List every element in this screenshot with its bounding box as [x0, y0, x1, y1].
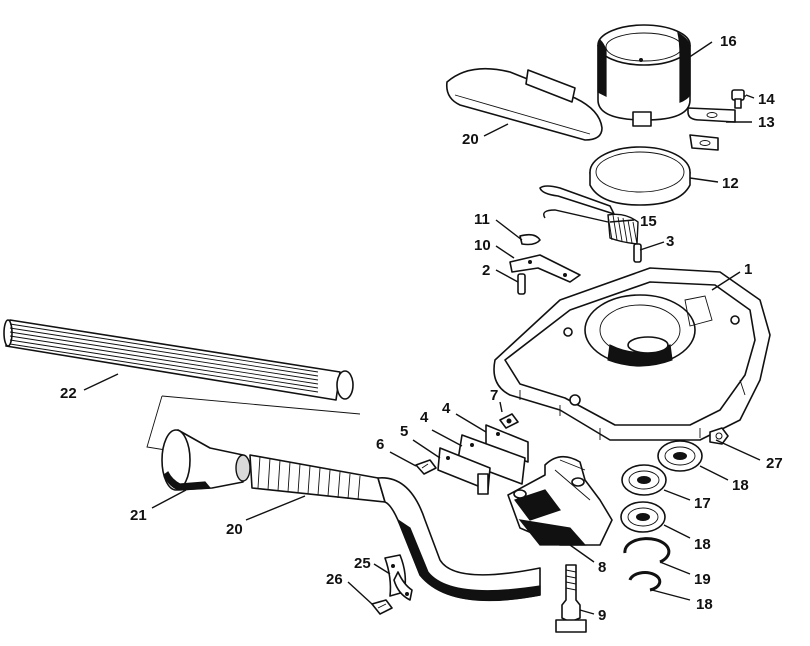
- callout-22: 20: [226, 521, 243, 538]
- callout-5: 5: [400, 423, 408, 440]
- callout-20: 19: [694, 571, 711, 588]
- callout-2: 2: [482, 262, 490, 279]
- part-17-bearing: [621, 464, 667, 496]
- callout-17: 17: [694, 495, 711, 512]
- callout-3: 3: [666, 233, 674, 250]
- part-8-gear-housing: [507, 455, 613, 546]
- part-18-bearing-upper: [657, 440, 703, 472]
- part-25-clamp: [384, 554, 413, 601]
- callout-13: 13: [758, 114, 775, 131]
- part-24-tube: [3, 319, 354, 401]
- part-4-plate-upper: [485, 424, 529, 463]
- part-20-snap-ring: [623, 537, 671, 564]
- part-11-clip: [519, 233, 541, 246]
- callout-25: 25: [354, 555, 371, 572]
- callout-8: 8: [598, 559, 606, 576]
- part-13-bracket: [687, 107, 736, 151]
- callout-7: 7: [490, 387, 498, 404]
- callout-18-lower: 18: [694, 536, 711, 553]
- callout-11: 11: [474, 211, 490, 228]
- callout-labels: 16 14 13 20 12 15 11 3 10 1 2 22 7 4 4 5…: [60, 33, 783, 624]
- part-21-cover: [445, 67, 603, 141]
- part-26-screw: [371, 599, 393, 615]
- part-4-plate-lower: [457, 434, 526, 485]
- part-10-lever: [509, 254, 581, 283]
- callout-27: 27: [766, 455, 783, 472]
- callout-4-upper: 4: [442, 400, 451, 417]
- part-9-shaft: [555, 564, 587, 633]
- callout-12: 12: [722, 175, 739, 192]
- part-2-pin: [517, 273, 526, 295]
- callout-6: 6: [376, 436, 384, 453]
- callout-10: 10: [474, 237, 491, 254]
- callout-26: 26: [326, 571, 343, 588]
- callout-4-lower: 4: [420, 409, 429, 426]
- callout-14: 14: [758, 91, 775, 108]
- callout-21: 20: [462, 131, 479, 148]
- part-1-housing: [493, 267, 771, 441]
- callout-18-upper: 18: [732, 477, 749, 494]
- callout-24: 22: [60, 385, 77, 402]
- callout-15: 15: [640, 213, 657, 230]
- part-22-hose: [249, 454, 541, 602]
- part-12-band: [589, 146, 691, 206]
- part-19-snap-ring: [628, 571, 662, 592]
- callout-19: 18: [696, 596, 713, 613]
- part-15-spring: [539, 185, 639, 245]
- part-3-pin: [633, 243, 642, 263]
- part-14-screw: [731, 89, 745, 109]
- part-23-nozzle: [161, 429, 251, 491]
- part-6-screw: [415, 459, 437, 475]
- part-16-drum: [597, 24, 691, 127]
- part-5-plate: [437, 447, 491, 495]
- part-27-nut: [709, 427, 729, 445]
- part-7-nut: [499, 413, 519, 429]
- callout-16: 16: [720, 33, 737, 50]
- callout-9: 9: [598, 607, 606, 624]
- callout-23: 21: [130, 507, 147, 524]
- part-18-bearing-lower: [620, 501, 666, 533]
- leader-lines: [83, 41, 761, 615]
- callout-1: 1: [744, 261, 752, 278]
